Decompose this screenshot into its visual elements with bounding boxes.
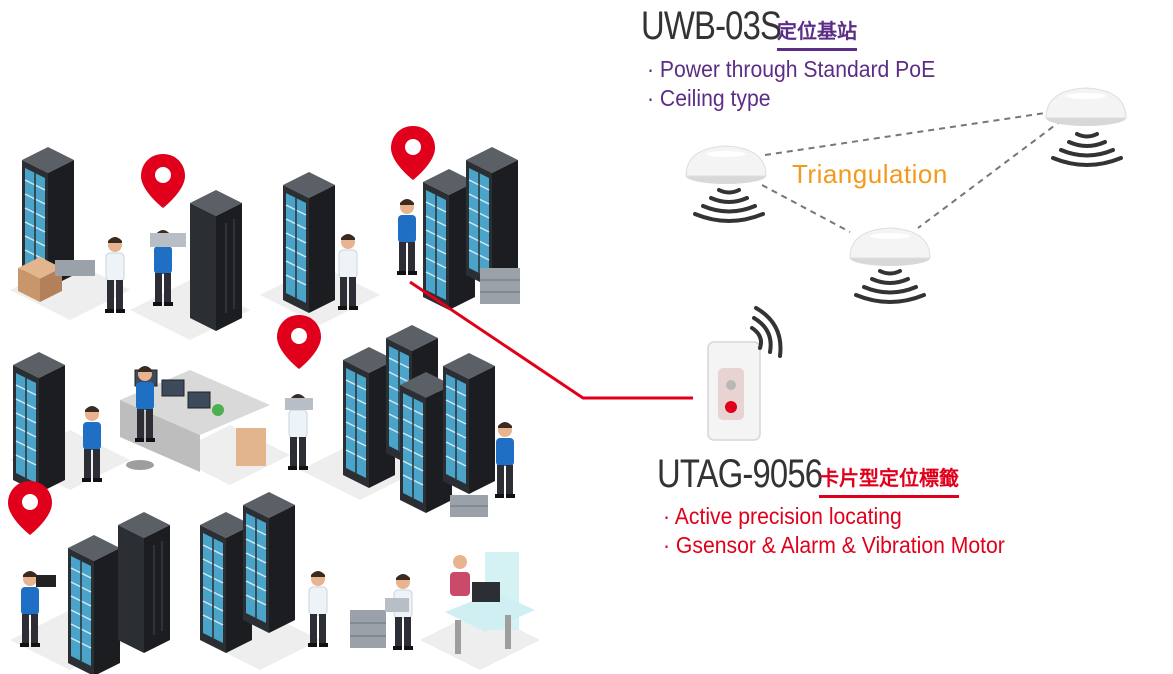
tag-model: UTAG-9056 xyxy=(657,452,823,496)
location-pin-icon xyxy=(8,481,52,535)
worker-icon xyxy=(20,570,414,651)
box-stack xyxy=(350,598,409,648)
server-rack-icon xyxy=(12,324,496,514)
tag-label: 卡片型定位標籤 xyxy=(819,462,959,498)
uwb-tag-icon xyxy=(707,306,783,441)
box-stack xyxy=(18,257,520,304)
location-pin-icon xyxy=(277,315,321,369)
tag-feature-1: · Active precision locating xyxy=(663,503,902,529)
worker-icon xyxy=(82,366,515,498)
office-desk-icon xyxy=(445,552,535,654)
triangulation-label: Triangulation xyxy=(792,159,948,189)
anchor-label: 定位基站 xyxy=(777,15,857,51)
anchor-model: UWB-03S xyxy=(641,4,782,48)
box-stack xyxy=(450,495,488,517)
anchor-feature-1: · Power through Standard PoE xyxy=(647,56,936,82)
worker-icon xyxy=(104,199,417,314)
triangulation-lines xyxy=(761,112,1063,233)
tag-feature-2: · Gsensor & Alarm & Vibration Motor xyxy=(663,532,1005,558)
anchor-feature-2: · Ceiling type xyxy=(647,85,771,111)
tag-connector-line xyxy=(409,280,693,400)
